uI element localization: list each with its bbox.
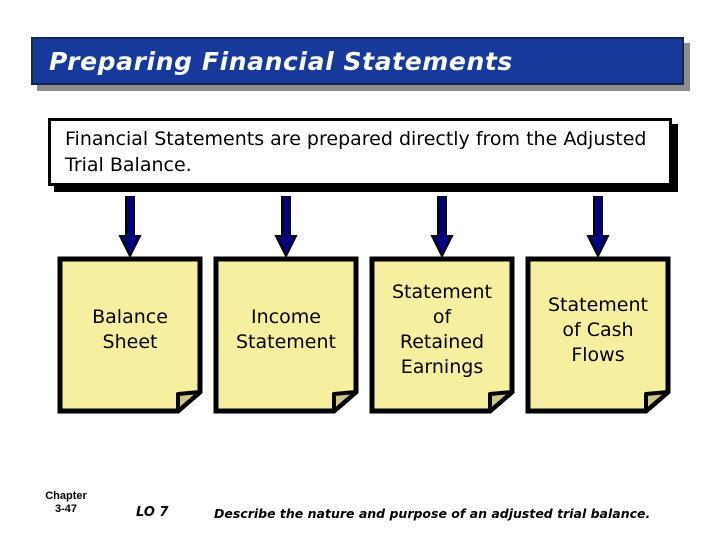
learning-objective-description: Describe the nature and purpose of an ad… xyxy=(214,506,651,521)
document-card-label: Statement of Retained Earnings xyxy=(392,281,492,378)
document-card-retained-earnings[interactable]: Statement of Retained Earnings xyxy=(369,256,515,414)
page-title: Preparing Financial Statements xyxy=(49,46,513,76)
down-arrow-icon-3 xyxy=(430,196,454,258)
learning-objective-label: LO 7 xyxy=(136,505,169,520)
document-card-balance-sheet[interactable]: Balance Sheet xyxy=(57,256,203,414)
down-arrow-icon-1 xyxy=(118,196,142,258)
slide-title-bar: Preparing Financial Statements xyxy=(31,37,684,85)
down-arrow-icon-2 xyxy=(274,196,298,258)
callout-text: Financial Statements are prepared direct… xyxy=(65,128,647,176)
document-card-label: Income Statement xyxy=(236,306,336,353)
document-card-cash-flows[interactable]: Statement of Cash Flows xyxy=(525,256,671,414)
document-card-label: Balance Sheet xyxy=(92,306,168,353)
chapter-number: 3-47 xyxy=(54,503,78,515)
document-card-label: Statement of Cash Flows xyxy=(548,293,648,366)
down-arrow-icon-4 xyxy=(586,196,610,258)
callout-box: Financial Statements are prepared direct… xyxy=(48,118,672,186)
document-card-income-statement[interactable]: Income Statement xyxy=(213,256,359,414)
chapter-word: Chapter xyxy=(45,490,87,502)
chapter-indicator: Chapter 3-47 xyxy=(26,490,106,516)
